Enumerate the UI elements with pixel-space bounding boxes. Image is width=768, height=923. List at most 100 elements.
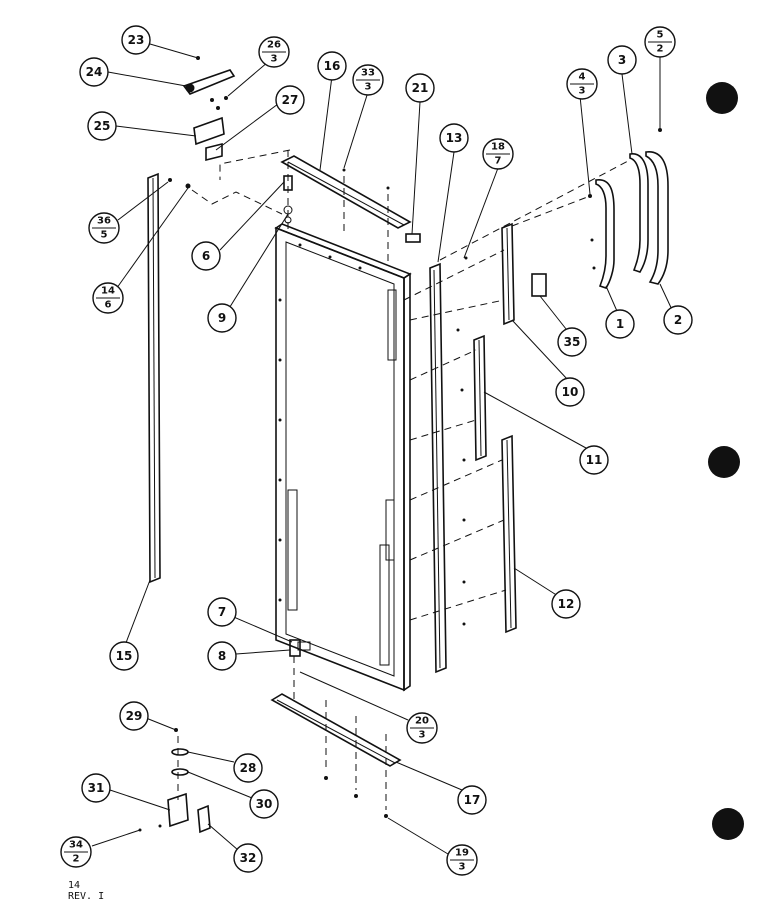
svg-text:1: 1 bbox=[616, 317, 624, 331]
top-bracket-16 bbox=[280, 155, 412, 229]
revision-label: REV. I bbox=[68, 891, 105, 902]
callout-5-2: 5 2 bbox=[644, 26, 676, 58]
svg-text:12: 12 bbox=[558, 597, 575, 611]
callout-33-3: 33 3 bbox=[352, 64, 384, 96]
svg-text:5: 5 bbox=[101, 230, 108, 241]
top-hinge-assembly bbox=[182, 56, 236, 162]
svg-text:3: 3 bbox=[459, 862, 466, 873]
left-strip-15 bbox=[147, 172, 161, 584]
svg-text:32: 32 bbox=[240, 851, 257, 865]
svg-text:5: 5 bbox=[657, 30, 664, 41]
callout-31: 31 bbox=[81, 773, 111, 803]
callout-26-3: 26 3 bbox=[258, 36, 290, 68]
svg-text:10: 10 bbox=[562, 385, 579, 399]
callout-20-3: 20 3 bbox=[406, 712, 438, 744]
callout-28: 28 bbox=[233, 753, 263, 783]
assembly-lines bbox=[177, 149, 631, 810]
svg-text:3: 3 bbox=[365, 82, 372, 93]
svg-text:36: 36 bbox=[97, 216, 111, 227]
svg-text:14: 14 bbox=[101, 286, 115, 297]
callout-13: 13 bbox=[439, 123, 469, 153]
callout-15: 15 bbox=[109, 641, 139, 671]
screws bbox=[324, 128, 662, 818]
callout-29: 29 bbox=[119, 701, 149, 731]
svg-text:2: 2 bbox=[657, 44, 664, 55]
bottom-hinge-assembly bbox=[138, 728, 211, 834]
page-footer: 14 REV. I bbox=[68, 880, 104, 902]
callout-23: 23 bbox=[121, 25, 151, 55]
panel-screws bbox=[278, 243, 362, 602]
callout-32: 32 bbox=[233, 843, 263, 873]
callout-11: 11 bbox=[579, 445, 609, 475]
callout-21: 21 bbox=[405, 73, 435, 103]
callout-12: 12 bbox=[551, 589, 581, 619]
callout-27: 27 bbox=[275, 85, 305, 115]
rail-12 bbox=[501, 434, 517, 634]
svg-text:29: 29 bbox=[126, 709, 143, 723]
callout-1: 1 bbox=[605, 309, 635, 339]
clip-21 bbox=[405, 233, 421, 243]
bottom-bracket-17 bbox=[270, 693, 402, 767]
callout-19-3: 19 3 bbox=[446, 844, 478, 876]
svg-text:23: 23 bbox=[128, 33, 145, 47]
callout-6: 6 bbox=[191, 241, 221, 271]
vertical-trim-13 bbox=[429, 262, 447, 674]
svg-text:18: 18 bbox=[491, 142, 505, 153]
rail-11 bbox=[473, 334, 487, 462]
svg-text:24: 24 bbox=[86, 65, 103, 79]
svg-text:4: 4 bbox=[579, 72, 586, 83]
svg-text:3: 3 bbox=[579, 86, 586, 97]
parts-drawing bbox=[138, 56, 669, 834]
svg-text:26: 26 bbox=[267, 40, 281, 51]
callout-16: 16 bbox=[317, 51, 347, 81]
callout-7: 7 bbox=[207, 597, 237, 627]
svg-text:27: 27 bbox=[282, 93, 299, 107]
svg-text:7: 7 bbox=[218, 605, 226, 619]
svg-text:9: 9 bbox=[218, 311, 226, 325]
svg-text:7: 7 bbox=[495, 156, 502, 167]
svg-text:25: 25 bbox=[94, 119, 111, 133]
svg-text:19: 19 bbox=[455, 848, 469, 859]
svg-text:13: 13 bbox=[446, 131, 463, 145]
bottom-hinge-7-8 bbox=[289, 639, 311, 657]
label-35 bbox=[531, 273, 547, 297]
svg-text:35: 35 bbox=[564, 335, 581, 349]
callout-bubbles: 1 2 3 6 7 8 9 10 11 12 13 15 16 17 21 23… bbox=[79, 25, 693, 873]
svg-text:2: 2 bbox=[674, 313, 682, 327]
left-screws bbox=[168, 178, 191, 189]
svg-text:8: 8 bbox=[218, 649, 226, 663]
callout-4-3: 4 3 bbox=[566, 68, 598, 100]
callout-18-7: 18 7 bbox=[482, 138, 514, 170]
binder-holes bbox=[706, 82, 744, 840]
callout-24: 24 bbox=[79, 57, 109, 87]
svg-text:6: 6 bbox=[202, 249, 210, 263]
callout-25: 25 bbox=[87, 111, 117, 141]
callout-35: 35 bbox=[557, 327, 587, 357]
page-number: 14 bbox=[68, 880, 81, 891]
svg-text:3: 3 bbox=[271, 54, 278, 65]
callout-17: 17 bbox=[457, 785, 487, 815]
svg-text:3: 3 bbox=[419, 730, 426, 741]
callout-10: 10 bbox=[555, 377, 585, 407]
callout-36-5: 36 5 bbox=[88, 212, 120, 244]
callout-34-2: 34 2 bbox=[60, 836, 92, 868]
svg-text:16: 16 bbox=[324, 59, 341, 73]
callout-30: 30 bbox=[249, 789, 279, 819]
svg-text:28: 28 bbox=[240, 761, 257, 775]
rail-10 bbox=[501, 222, 515, 326]
callout-8: 8 bbox=[207, 641, 237, 671]
callout-3: 3 bbox=[607, 45, 637, 75]
callout-14-6: 14 6 bbox=[92, 282, 124, 314]
door-panel bbox=[274, 223, 412, 692]
handle-parts bbox=[595, 151, 669, 289]
svg-text:11: 11 bbox=[586, 453, 603, 467]
fraction-callouts: 26 3 33 3 5 2 4 3 18 7 bbox=[60, 26, 676, 876]
svg-text:2: 2 bbox=[73, 854, 80, 865]
svg-text:30: 30 bbox=[256, 797, 273, 811]
svg-text:15: 15 bbox=[116, 649, 133, 663]
svg-text:20: 20 bbox=[415, 716, 429, 727]
svg-text:31: 31 bbox=[88, 781, 105, 795]
svg-text:34: 34 bbox=[69, 840, 83, 851]
svg-text:33: 33 bbox=[361, 68, 375, 79]
